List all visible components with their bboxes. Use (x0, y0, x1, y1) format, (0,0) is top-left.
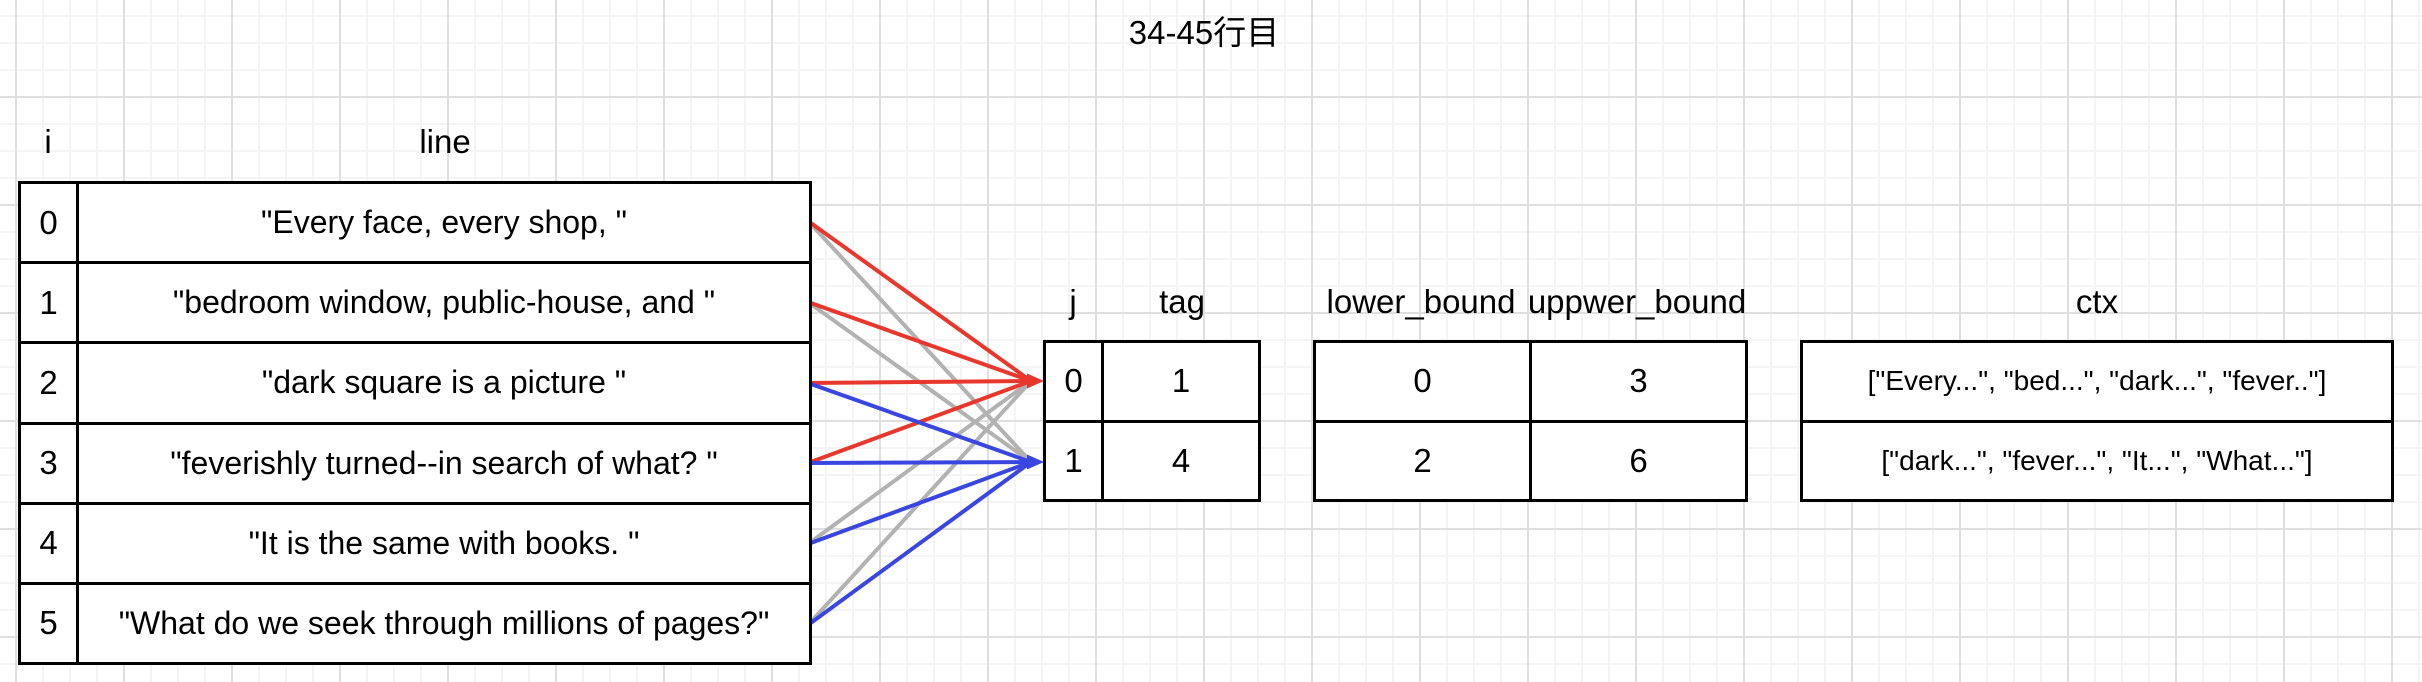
chunk-col-header-tag: tag (1159, 283, 1205, 320)
chunk-col-header-j: j (1069, 283, 1077, 320)
lines-col-header-i: i (44, 123, 52, 160)
edge-line (807, 379, 1032, 385)
edge-line (807, 460, 1032, 546)
chunk-index-cell: 1 (1046, 422, 1104, 499)
lines-table-row: 3 "feverishly turned--in search of what?… (21, 424, 809, 505)
upper-bound-cell: 3 (1629, 362, 1648, 400)
chunk-table-row: 0 1 (1046, 343, 1258, 423)
edge-line (806, 379, 1033, 627)
chunk-index-cell: 0 (1046, 343, 1104, 420)
edge-line (807, 460, 1032, 465)
line-text-cell: "It is the same with books. " (248, 524, 640, 561)
line-text-cell: "feverishly turned--in search of what? " (170, 444, 718, 481)
line-text-cell: "Every face, every shop, " (261, 204, 627, 241)
lines-table: 0 "Every face, every shop, " 1 "bedroom … (18, 181, 812, 665)
edge-line (806, 219, 1033, 383)
lower-bound-cell: 0 (1316, 343, 1532, 420)
line-index-cell: 1 (21, 264, 79, 342)
ctx-col-header: ctx (2075, 283, 2119, 320)
bounds-table-row: 2 6 (1316, 422, 1745, 499)
line-index-cell: 5 (21, 584, 79, 663)
line-text-cell: "What do we seek through millions of pag… (118, 604, 770, 641)
upper-bound-cell: 6 (1629, 441, 1648, 479)
lines-table-row: 4 "It is the same with books. " (21, 504, 809, 585)
edge-line (807, 381, 1032, 464)
chunk-table-row: 1 4 (1046, 422, 1258, 499)
line-index-cell: 0 (21, 184, 79, 262)
edge-line (806, 219, 1033, 464)
edge-line (806, 300, 1033, 464)
bounds-table-row: 0 3 (1316, 343, 1745, 423)
chunk-table: 0 1 1 4 (1043, 340, 1261, 502)
lines-table-row: 0 "Every face, every shop, " (21, 184, 809, 265)
ctx-value-cell: ["Every...", "bed...", "dark...", "fever… (1867, 365, 2327, 397)
bounds-table: 0 3 2 6 (1313, 340, 1748, 502)
ctx-value-cell: ["dark...", "fever...", "It...", "What..… (1881, 444, 2313, 476)
line-index-cell: 3 (21, 424, 79, 502)
lines-table-row: 5 "What do we seek through millions of p… (21, 584, 809, 663)
lines-table-row: 1 "bedroom window, public-house, and " (21, 264, 809, 345)
line-index-cell: 2 (21, 344, 79, 422)
arrowhead-icon (1027, 454, 1044, 470)
lines-table-row: 2 "dark square is a picture " (21, 344, 809, 425)
edge-line (806, 379, 1033, 546)
edge-line (806, 460, 1033, 627)
arrowhead-icon (1027, 373, 1044, 389)
edge-line (807, 379, 1032, 465)
bounds-col-header-lower: lower_bound (1326, 283, 1516, 320)
line-text-cell: "bedroom window, public-house, and " (172, 284, 716, 321)
edge-line (807, 300, 1032, 383)
ctx-table: ["Every...", "bed...", "dark...", "fever… (1800, 340, 2394, 502)
line-text-cell: "dark square is a picture " (261, 364, 627, 401)
diagram-title: 34-45行目 (1128, 14, 1280, 51)
line-index-cell: 4 (21, 504, 79, 582)
ctx-table-row: ["Every...", "bed...", "dark...", "fever… (1803, 343, 2391, 423)
ctx-table-row: ["dark...", "fever...", "It...", "What..… (1803, 423, 2391, 500)
lower-bound-cell: 2 (1316, 422, 1532, 499)
lines-col-header-line: line (419, 123, 471, 160)
bounds-col-header-upper: uppwer_bound (1527, 283, 1747, 320)
chunk-tag-cell: 1 (1171, 362, 1191, 400)
chunk-tag-cell: 4 (1171, 441, 1191, 479)
